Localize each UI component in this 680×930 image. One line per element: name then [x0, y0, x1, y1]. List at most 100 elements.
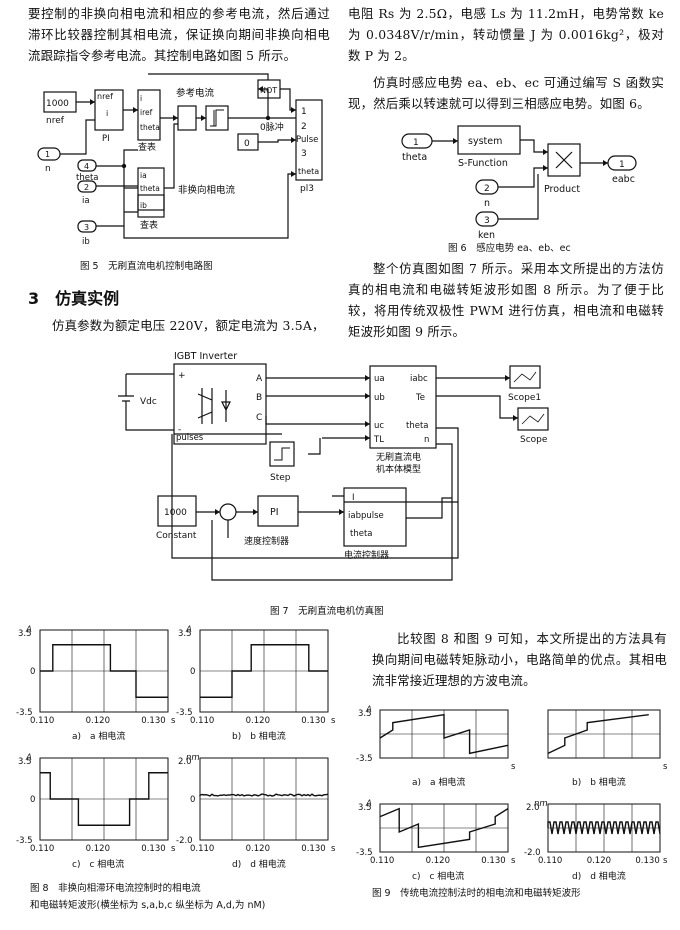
table1-label: 查表 [138, 141, 156, 153]
fig9-xtick-2-2: 0.130 [481, 856, 505, 866]
fig9-sub-2: c) c 相电流 [412, 870, 464, 882]
current-port-theta: theta [350, 529, 373, 539]
fig8-plot-1: A3.50-3.50.1100.1200.130sb) b 相电流 [176, 625, 336, 742]
nref-label: nref [46, 116, 65, 126]
fig6-ken-number: 3 [484, 216, 490, 226]
inverter-pulses: pulses [176, 433, 204, 443]
motor-out-n: n [424, 435, 429, 445]
pi-label: PI [102, 134, 110, 144]
fig8-ymax-0: 3.5 [18, 629, 32, 639]
constant-label: Constant [156, 531, 197, 541]
fig8-plot-0: A3.50-3.50.1100.1200.130sa) a 相电流 [16, 625, 176, 742]
pulse-port-pulse: Pulse [296, 135, 318, 145]
current-port-iabpulse: iabpulse [348, 511, 384, 521]
fig6-n-number: 2 [484, 184, 490, 194]
fig9-xunit-3: s [663, 856, 668, 866]
pi-i-port: i [106, 109, 108, 118]
figure-9-caption: 图 9 传统电流控制法时的相电流和电磁转矩波形 [372, 885, 581, 899]
figure-5-caption: 图 5 无刷直流电机控制电路图 [80, 258, 213, 272]
ib-inport-number: 3 [84, 223, 89, 232]
figure-8-plots: A3.50-3.50.1100.1200.130sa) a 相电流A3.50-3… [0, 618, 345, 888]
igbt-inverter-block [174, 364, 266, 444]
fig8-plot-3: nm2.00-2.00.1100.1200.130sd) d 相电流 [176, 753, 336, 870]
left-top-paragraph: 要控制的非换向相电流和相应的参考电流，然后通过滞环比较器控制其相电流，保证换向期… [28, 3, 330, 66]
fig9-ymax-3: 2.0 [526, 803, 540, 813]
fig9-xtick-2-1: 0.120 [426, 856, 450, 866]
motor-in-ub: ub [374, 393, 385, 403]
table1-port-theta: theta [140, 123, 160, 132]
pulse-name: pl3 [300, 184, 314, 194]
fig6-eabc-label: eabc [612, 174, 635, 185]
fig8-xtick-1-2: 0.130 [301, 716, 325, 726]
fig9-xtick-2-0: 0.110 [370, 856, 394, 866]
zero-value: 0 [244, 139, 250, 149]
pi-nref-port: nref [97, 92, 113, 101]
scope1-label: Scope1 [508, 393, 541, 403]
ib-inport-label: ib [82, 237, 90, 247]
motor-out-te: Te [415, 393, 425, 403]
fig9-sub-3: d) d 相电流 [572, 870, 626, 882]
figure-5-diagram: 1000 nref nref i PI i iref theta 查表 参考电流… [28, 70, 338, 260]
fig6-n-label: n [484, 198, 490, 209]
right-paragraph-4: 比较图 8 和图 9 可知，本文所提出的方法具有换向期间电磁转矩脉动小，电路简单… [372, 628, 667, 691]
ia-inport-label: ia [82, 196, 90, 206]
inverter-b: B [256, 393, 262, 403]
fig8-sub-0: a) a 相电流 [72, 730, 125, 742]
fig8-ymid-0: 0 [30, 667, 35, 677]
fig9-xtick-3-2: 0.130 [635, 856, 659, 866]
fig9-sub-1: b) b 相电流 [572, 776, 626, 788]
fig8-ymid-3: 0 [190, 795, 195, 805]
scope-label: Scope [520, 435, 548, 445]
motor-label-line1: 无刷直流电 [376, 451, 421, 463]
motor-out-iabc: iabc [410, 374, 428, 384]
figure-9-plots: A3.5-3.5sa) a 相电流sb) b 相电流A3.5-3.50.1100… [350, 700, 680, 890]
fig6-product-label: Product [544, 184, 580, 195]
fig9-plot-1: sb) b 相电流 [548, 710, 668, 788]
figure-8-caption-line1: 图 8 非换向相滞环电流控制时的相电流 [30, 880, 201, 894]
inverter-a: A [256, 374, 263, 384]
fig8-xtick-3-1: 0.120 [246, 844, 270, 854]
fig8-xtick-1-1: 0.120 [246, 716, 270, 726]
fig8-ymax-3: 2.0 [178, 757, 192, 767]
fig6-system-label: system [468, 136, 502, 147]
vdc-label: Vdc [140, 397, 157, 407]
non-commutation-label: 非换向相电流 [178, 184, 236, 196]
fig6-eabc-number: 1 [619, 160, 625, 170]
fig8-sub-1: b) b 相电流 [232, 730, 286, 742]
pulse-port-1: 1 [301, 107, 307, 117]
pi-label-7: PI [270, 507, 279, 518]
fig6-theta-label: theta [402, 152, 427, 163]
fig6-ken-label: ken [478, 230, 495, 238]
scope1-block [510, 366, 540, 388]
figure-6-caption: 图 6 感应电势 ea、eb、ec [448, 240, 571, 254]
fig8-xunit-3: s [331, 844, 336, 854]
table1-port-iref: iref [140, 108, 153, 117]
table2-port-ia: ia [140, 171, 147, 180]
figure-7-caption: 图 7 无刷直流电机仿真图 [270, 603, 384, 617]
fig9-xunit-0: s [511, 762, 516, 772]
figure-7-diagram: IGBT Inverter + - A B C pulses Vdc ua ub… [112, 348, 572, 588]
constant-value: 1000 [164, 508, 187, 518]
table2-label: 查表 [140, 219, 158, 231]
nref-value: 1000 [46, 99, 69, 109]
table2-port-ib: ib [140, 201, 147, 210]
fig8-xunit-1: s [331, 716, 336, 726]
n-inport-label: n [45, 164, 51, 174]
motor-label-line2: 机本体模型 [376, 463, 421, 475]
fig9-ymin-0: -3.5 [356, 754, 373, 764]
pulse-port-2: 2 [301, 122, 307, 132]
fig8-plot-2: A3.50-3.50.1100.1200.130sc) c 相电流 [16, 753, 176, 870]
fig8-xtick-0-2: 0.130 [141, 716, 165, 726]
fig8-xtick-2-2: 0.130 [141, 844, 165, 854]
motor-in-ua: ua [374, 374, 385, 384]
fig8-ymax-1: 3.5 [178, 629, 192, 639]
fig8-xtick-0-0: 0.110 [30, 716, 54, 726]
inverter-c: C [256, 413, 262, 423]
fig6-sfunction-label: S-Function [458, 158, 508, 169]
sum-block [178, 106, 196, 130]
fig9-ymax-0: 3.5 [358, 709, 372, 719]
fig9-xtick-3-1: 0.120 [587, 856, 611, 866]
table1-port-i: i [140, 94, 142, 103]
fig9-plot-2: A3.5-3.50.1100.1200.130sc) c 相电流 [356, 799, 516, 882]
fig8-xtick-3-2: 0.130 [301, 844, 325, 854]
